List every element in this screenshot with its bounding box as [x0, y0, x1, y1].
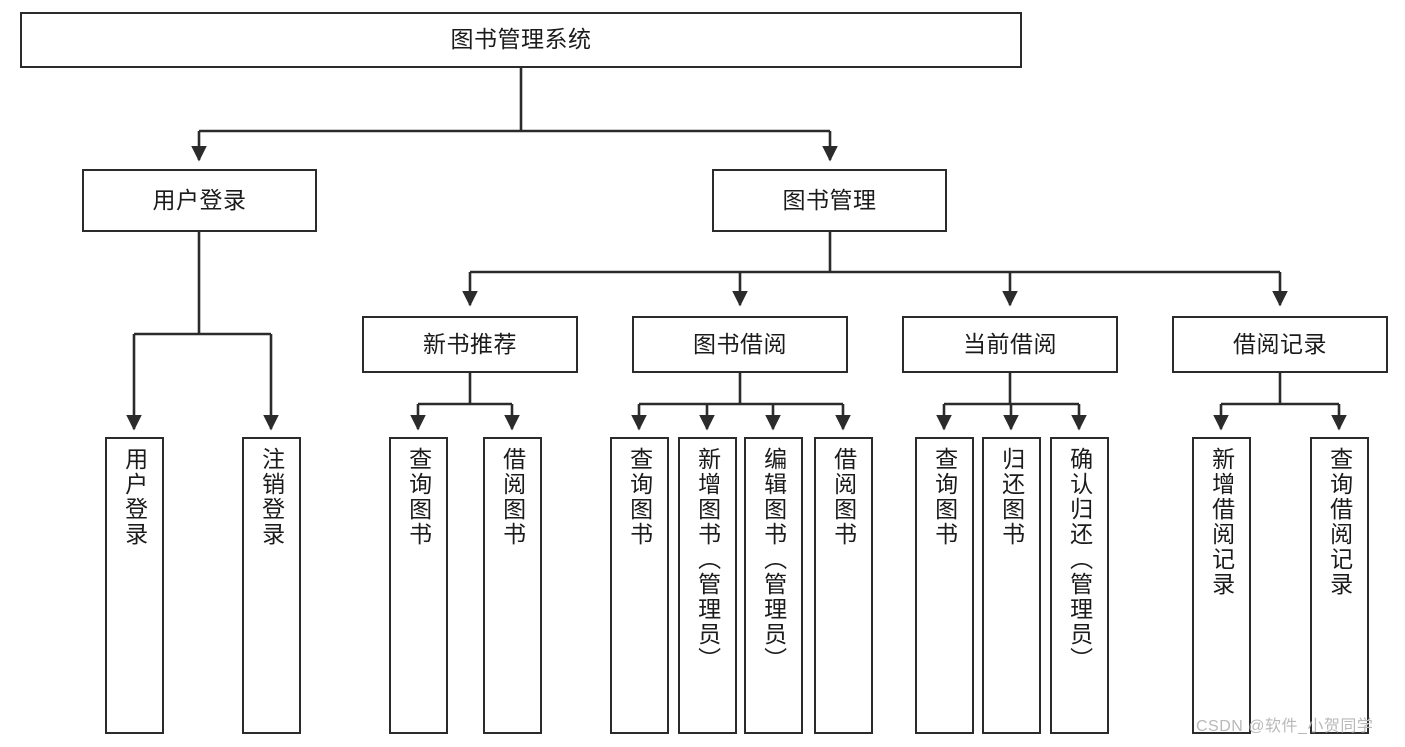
- node-label: 借阅图书: [830, 447, 857, 547]
- leaf-borrow-book-recommend[interactable]: 借阅图书: [483, 437, 542, 734]
- node-label: 注销登录: [258, 447, 285, 547]
- leaf-add-book[interactable]: 新增图书（管理员）: [678, 437, 737, 734]
- node-label: 用户登录: [121, 447, 148, 547]
- node-current-borrow[interactable]: 当前借阅: [902, 316, 1118, 373]
- leaf-edit-book[interactable]: 编辑图书（管理员）: [744, 437, 803, 734]
- node-label: 新增借阅记录: [1208, 447, 1235, 597]
- node-label: 查询借阅记录: [1326, 447, 1353, 597]
- node-root-system[interactable]: 图书管理系统: [20, 12, 1022, 68]
- csdn-watermark: CSDN @软件_小贺同学: [1196, 718, 1374, 735]
- node-book-management[interactable]: 图书管理: [712, 169, 947, 232]
- node-label: 借阅图书: [499, 447, 526, 547]
- leaf-query-borrow-record[interactable]: 查询借阅记录: [1310, 437, 1369, 734]
- leaf-logout[interactable]: 注销登录: [242, 437, 301, 734]
- node-label: 图书管理系统: [450, 26, 592, 53]
- node-label: 查询图书: [931, 447, 958, 547]
- node-label: 归还图书: [998, 447, 1025, 547]
- node-user-login[interactable]: 用户登录: [82, 169, 317, 232]
- node-book-borrow[interactable]: 图书借阅: [632, 316, 848, 373]
- node-label: 查询图书: [626, 447, 653, 547]
- leaf-query-book-borrow[interactable]: 查询图书: [610, 437, 669, 734]
- leaf-add-borrow-record[interactable]: 新增借阅记录: [1192, 437, 1251, 734]
- node-label: 编辑图书（管理员）: [760, 447, 787, 672]
- leaf-borrow-book[interactable]: 借阅图书: [814, 437, 873, 734]
- leaf-query-book-current[interactable]: 查询图书: [915, 437, 974, 734]
- node-label: 当前借阅: [963, 330, 1057, 357]
- node-label: 用户登录: [152, 186, 247, 213]
- node-new-book-recommend[interactable]: 新书推荐: [362, 316, 578, 373]
- leaf-user-login[interactable]: 用户登录: [105, 437, 164, 734]
- leaf-query-book-recommend[interactable]: 查询图书: [389, 437, 448, 734]
- node-label: 新书推荐: [423, 330, 517, 357]
- node-label: 图书管理: [782, 186, 877, 213]
- node-label: 图书借阅: [693, 330, 787, 357]
- node-borrow-record[interactable]: 借阅记录: [1172, 316, 1388, 373]
- leaf-confirm-return[interactable]: 确认归还（管理员）: [1050, 437, 1109, 734]
- leaf-return-book[interactable]: 归还图书: [982, 437, 1041, 734]
- node-label: 确认归还（管理员）: [1066, 447, 1093, 672]
- node-label: 新增图书（管理员）: [694, 447, 721, 672]
- node-label: 查询图书: [405, 447, 432, 547]
- node-label: 借阅记录: [1233, 330, 1327, 357]
